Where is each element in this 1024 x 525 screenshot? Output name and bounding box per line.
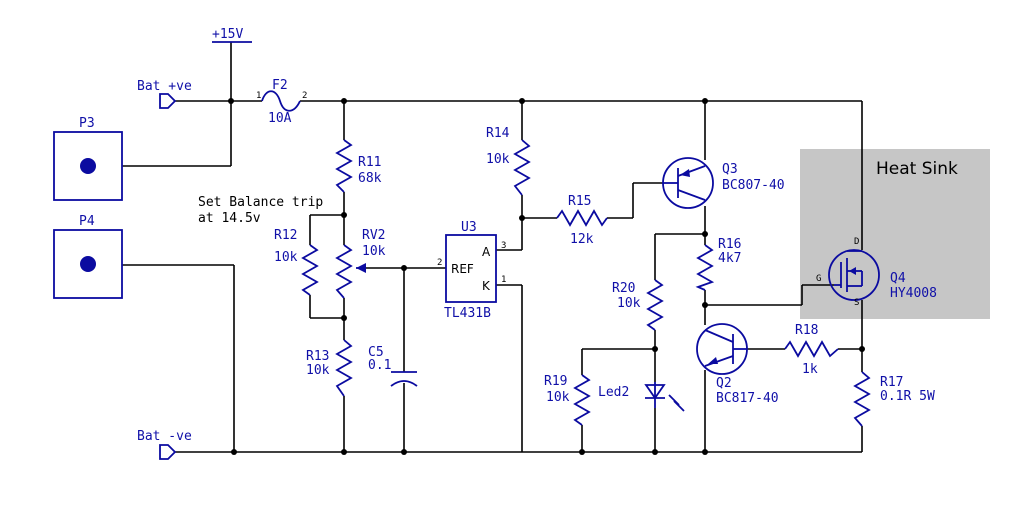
r18-value: 1k xyxy=(802,362,818,377)
bat-pos-label: Bat +ve xyxy=(137,79,192,94)
wires xyxy=(122,42,863,453)
c5-ref: C5 xyxy=(368,345,384,360)
r11-value: 68k xyxy=(358,171,382,186)
u3-ref: U3 xyxy=(461,220,477,235)
fuse-f2: 1 2 F2 10A xyxy=(256,78,307,126)
r16-value: 4k7 xyxy=(718,251,741,266)
note-line2: at 14.5v xyxy=(198,211,261,226)
port-bat-positive: Bat +ve xyxy=(137,79,192,109)
led-led2: Led2 xyxy=(598,382,685,412)
resistor-r15: R15 12k xyxy=(556,194,608,247)
fuse-ref: F2 xyxy=(272,78,288,93)
heat-sink-area xyxy=(800,149,990,319)
r14-ref: R14 xyxy=(486,126,510,141)
r19-ref: R19 xyxy=(544,374,567,389)
q4-pin-d: D xyxy=(854,237,859,247)
connector-p3: P3 xyxy=(53,116,123,201)
fuse-value: 10A xyxy=(268,111,292,126)
ic-u3: U3 REF A K 2 3 1 TL431B xyxy=(437,220,506,321)
r12-value: 10k xyxy=(274,250,298,265)
resistor-r17: R17 0.1R 5W xyxy=(853,371,935,427)
resistor-r20: R20 10k xyxy=(612,279,664,331)
power-rail-15v: +15V xyxy=(212,27,252,43)
bat-neg-label: Bat -ve xyxy=(137,429,192,444)
resistor-r18: R18 1k xyxy=(784,323,839,377)
q4-pin-g: G xyxy=(816,274,821,284)
u3-pinnum-ref: 2 xyxy=(437,258,442,268)
resistor-r14: R14 10k xyxy=(486,126,531,196)
q2-ref: Q2 xyxy=(716,376,732,391)
u3-pin-a: A xyxy=(482,245,491,259)
transistor-q2: Q2 BC817-40 xyxy=(696,323,779,406)
r12-ref: R12 xyxy=(274,228,297,243)
q3-part: BC807-40 xyxy=(722,178,785,193)
u3-pinnum-a: 3 xyxy=(501,241,506,251)
transistor-q4: D G S Q4 HY4008 xyxy=(816,237,937,308)
fuse-pin2: 2 xyxy=(302,91,307,101)
resistor-r11: R11 68k xyxy=(335,139,382,193)
r16-ref: R16 xyxy=(718,237,741,252)
rail-label: +15V xyxy=(212,27,243,42)
r13-value: 10k xyxy=(306,363,330,378)
r15-value: 12k xyxy=(570,232,594,247)
u3-pin-ref: REF xyxy=(451,262,474,276)
led2-ref: Led2 xyxy=(598,385,629,400)
q4-part: HY4008 xyxy=(890,286,937,301)
r20-ref: R20 xyxy=(612,281,635,296)
r17-ref: R17 xyxy=(880,375,903,390)
r18-ref: R18 xyxy=(795,323,818,338)
resistor-r13: R13 10k xyxy=(306,339,353,397)
connector-p3-ref: P3 xyxy=(79,116,95,131)
q4-pin-s: S xyxy=(854,298,859,308)
q2-part: BC817-40 xyxy=(716,391,779,406)
r13-ref: R13 xyxy=(306,349,329,364)
u3-part: TL431B xyxy=(444,306,491,321)
potentiometer-rv2[interactable]: RV2 10k xyxy=(335,228,386,299)
capacitor-c5: C5 0.1 xyxy=(368,345,418,387)
resistor-r19: R19 10k xyxy=(544,374,591,426)
r19-value: 10k xyxy=(546,390,570,405)
r15-ref: R15 xyxy=(568,194,591,209)
rv2-value: 10k xyxy=(362,244,386,259)
fuse-pin1: 1 xyxy=(256,91,261,101)
u3-pinnum-k: 1 xyxy=(501,275,506,285)
u3-pin-k: K xyxy=(482,279,491,293)
resistor-r16: R16 4k7 xyxy=(695,237,741,291)
q3-ref: Q3 xyxy=(722,162,738,177)
r11-ref: R11 xyxy=(358,155,381,170)
note-line1: Set Balance trip xyxy=(198,195,323,210)
connector-p4: P4 xyxy=(53,214,123,299)
q4-ref: Q4 xyxy=(890,271,906,286)
port-bat-negative: Bat -ve xyxy=(137,429,192,460)
resistor-r12: R12 10k xyxy=(274,228,319,296)
connector-p4-ref: P4 xyxy=(79,214,95,229)
r17-value: 0.1R 5W xyxy=(880,389,935,404)
junctions xyxy=(228,98,865,455)
r14-value: 10k xyxy=(486,152,510,167)
transistor-q3: Q3 BC807-40 xyxy=(662,157,785,209)
c5-value: 0.1 xyxy=(368,358,391,373)
r20-value: 10k xyxy=(617,296,641,311)
rv2-ref: RV2 xyxy=(362,228,385,243)
heat-sink-label: Heat Sink xyxy=(876,159,958,179)
